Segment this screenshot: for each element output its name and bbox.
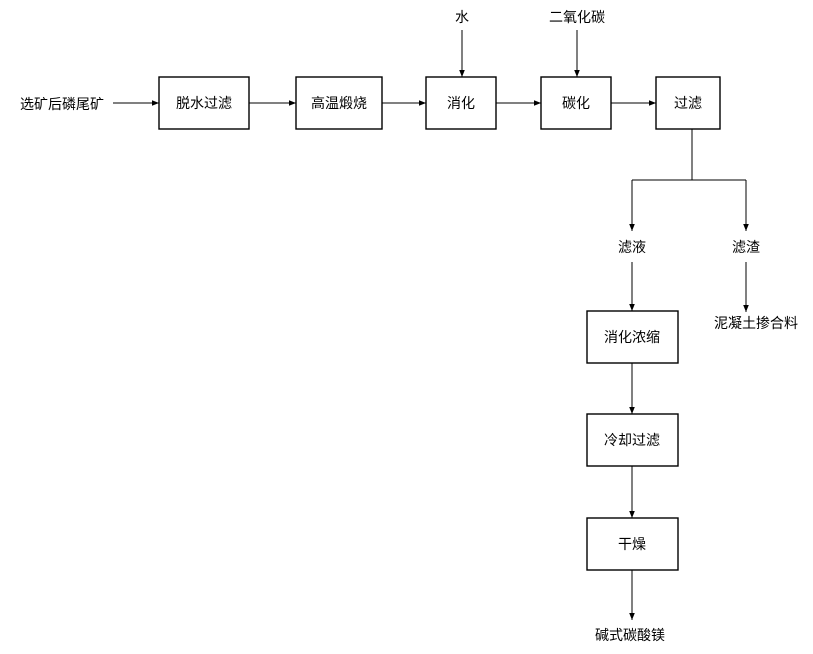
water-label: 水 bbox=[455, 10, 469, 26]
split-connector bbox=[632, 129, 746, 181]
step-digest-concentrate: 消化浓缩 bbox=[586, 310, 679, 364]
step-dewater-filter-label: 脱水过滤 bbox=[176, 96, 232, 112]
step-drying: 干燥 bbox=[586, 517, 679, 571]
co2-label: 二氧化碳 bbox=[549, 10, 605, 26]
step-cool-filter: 冷却过滤 bbox=[586, 413, 679, 467]
step-drying-label: 干燥 bbox=[618, 537, 646, 553]
concrete-admixture-label: 泥凝土掺合料 bbox=[714, 315, 798, 332]
step-digestion: 消化 bbox=[425, 76, 497, 130]
step-carbonation: 碳化 bbox=[540, 76, 612, 130]
step-filtration: 过滤 bbox=[655, 76, 721, 130]
step-dewater-filter: 脱水过滤 bbox=[158, 76, 250, 130]
step-carbonation-label: 碳化 bbox=[562, 96, 590, 112]
step-digest-concentrate-label: 消化浓缩 bbox=[604, 330, 660, 346]
step-calcination-label: 高温煅烧 bbox=[311, 95, 367, 112]
step-cool-filter-label: 冷却过滤 bbox=[604, 433, 660, 449]
basic-magnesium-carbonate-label: 碱式碳酸镁 bbox=[595, 628, 665, 644]
step-calcination: 高温煅烧 bbox=[295, 76, 383, 130]
step-digestion-label: 消化 bbox=[447, 96, 475, 112]
filtrate-label: 滤液 bbox=[618, 240, 646, 256]
residue-label: 滤渣 bbox=[732, 240, 760, 256]
feed-label: 选矿后磷尾矿 bbox=[20, 97, 104, 113]
step-filtration-label: 过滤 bbox=[674, 96, 702, 112]
